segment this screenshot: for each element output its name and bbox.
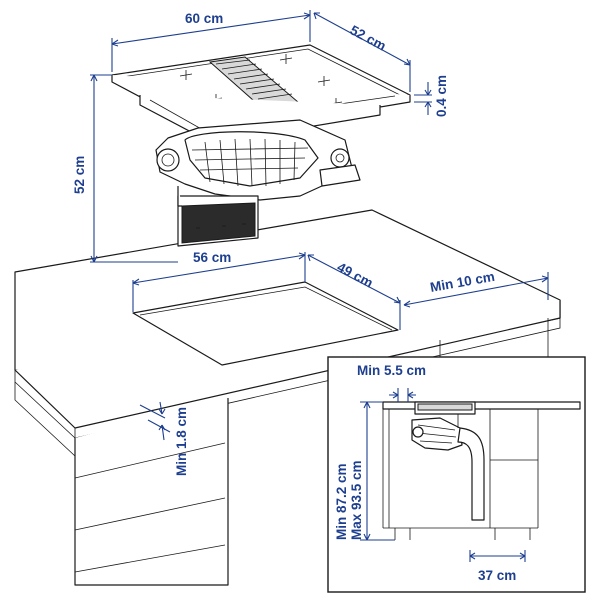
worktop-cutout bbox=[132, 281, 399, 366]
inset-dimension-min-5-5: Min 5.5 cm bbox=[357, 363, 426, 402]
label-top-thickness: 0.4 cm bbox=[434, 75, 449, 117]
label-inset-height-min: Min 87.2 cm bbox=[334, 463, 349, 540]
section-detail-inset: Min 5.5 cm Min 87.2 cm Max 93.5 cm 37 cm bbox=[327, 356, 586, 593]
label-hob-depth: 52 cm bbox=[348, 22, 389, 53]
dimension-height-52: 52 cm bbox=[72, 74, 178, 263]
label-inset-duct-width: 37 cm bbox=[478, 568, 516, 583]
label-cutout-width: 56 cm bbox=[193, 250, 231, 265]
label-hob-height: 52 cm bbox=[72, 156, 87, 194]
dimension-min-1-8: Min 1.8 cm bbox=[139, 401, 189, 476]
inset-dimension-height: Min 87.2 cm Max 93.5 cm bbox=[334, 401, 395, 541]
label-worktop-min-thickness: Min 1.8 cm bbox=[174, 407, 189, 476]
label-hob-width: 60 cm bbox=[185, 11, 223, 26]
dimension-width-60: 60 cm bbox=[111, 10, 311, 72]
dimension-thickness-0-4: 0.4 cm bbox=[414, 75, 449, 117]
label-inset-min-gap: Min 5.5 cm bbox=[357, 363, 426, 378]
inset-dimension-37: 37 cm bbox=[469, 550, 526, 583]
induction-hob-with-extractor bbox=[111, 44, 411, 247]
dimension-cutout-width-56: 56 cm bbox=[132, 250, 306, 312]
label-inset-height-max: Max 93.5 cm bbox=[349, 460, 364, 540]
